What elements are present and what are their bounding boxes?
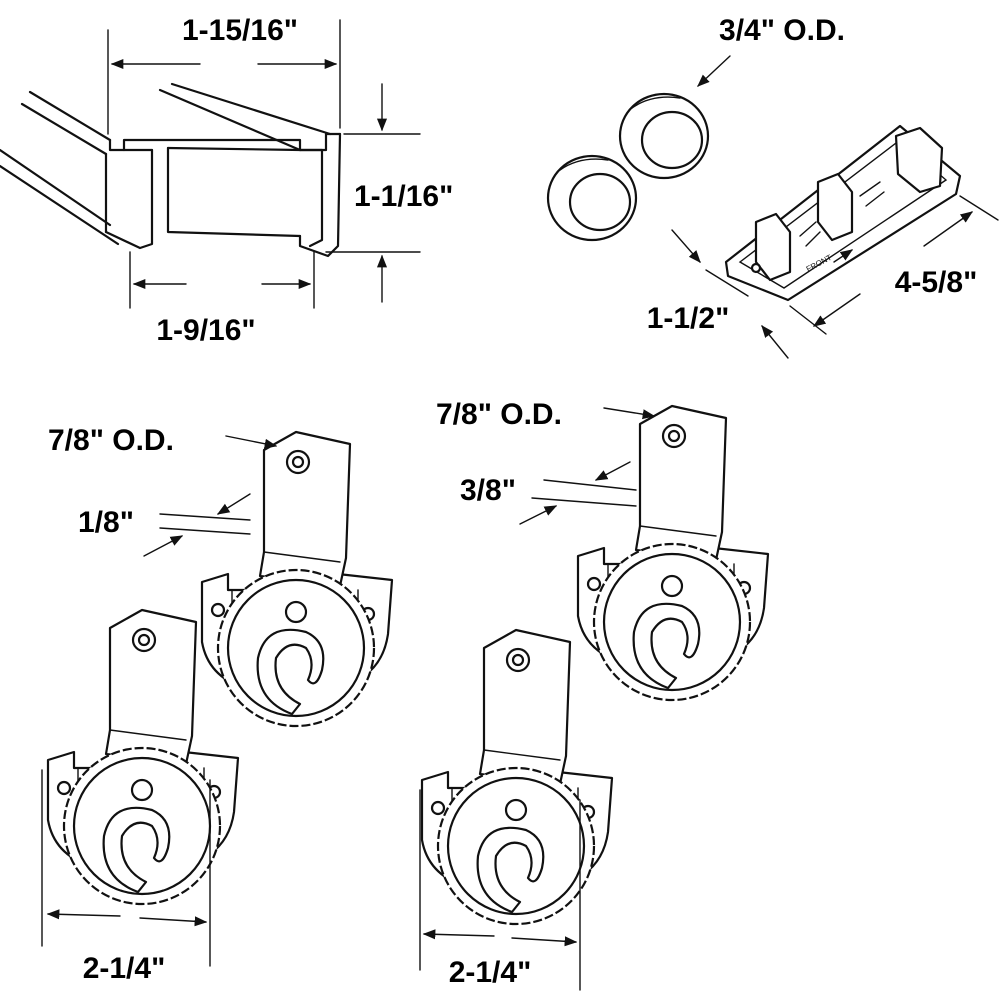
- roller-right-upper: [576, 404, 770, 702]
- floor-guide-dimension-lines: [671, 195, 999, 359]
- roller-left-wheel-od-label: 7/8" O.D.: [48, 424, 174, 457]
- track-profile: [0, 82, 342, 258]
- floor-guide: FRONT: [724, 124, 962, 302]
- roller-right-width-label: 2-1/4": [449, 956, 532, 989]
- grommet-dimension-arrow: [697, 55, 731, 87]
- track-height-label: 1-1/16": [354, 180, 453, 213]
- roller-right-dimension-lines: [419, 407, 656, 991]
- roller-left-offset-label: 1/8": [78, 506, 134, 539]
- roller-right-wheel-od-label: 7/8" O.D.: [436, 398, 562, 431]
- roller-left-dimension-lines: [41, 435, 278, 967]
- roller-left-upper: [200, 430, 394, 728]
- floor-guide-length-label: 4-5/8": [895, 266, 978, 299]
- grommet-pair: [546, 92, 710, 242]
- floor-guide-width-label: 1-1/2": [647, 302, 730, 335]
- roller-left-width-label: 2-1/4": [83, 952, 166, 985]
- roller-right-offset-label: 3/8": [460, 474, 516, 507]
- track-width-label: 1-15/16": [182, 14, 298, 47]
- track-inner-width-label: 1-9/16": [156, 314, 255, 347]
- roller-right-lower: [420, 628, 614, 926]
- grommet-od-label: 3/4" O.D.: [719, 14, 845, 47]
- track-dimension-lines: [107, 19, 421, 309]
